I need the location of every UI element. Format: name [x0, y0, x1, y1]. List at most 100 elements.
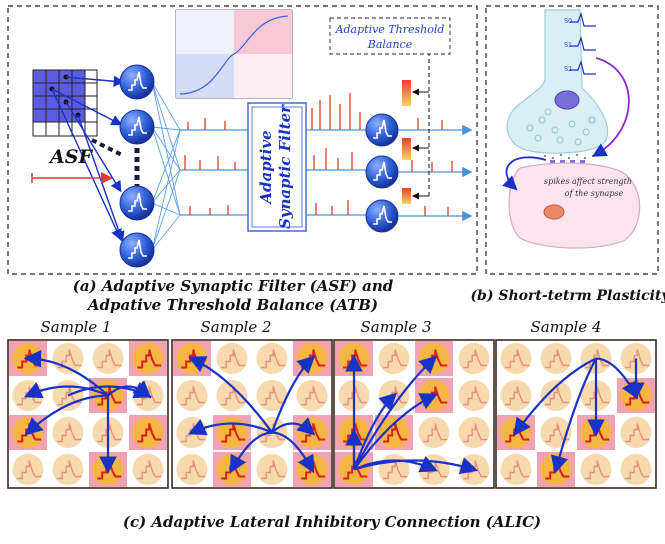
spike-curve	[57, 460, 82, 480]
spike-curve	[505, 349, 530, 369]
spike-curve	[301, 386, 326, 406]
neuron-circle	[52, 343, 84, 374]
neuron-circle	[500, 380, 532, 411]
filter-title-2: Synaptic Filter	[276, 104, 294, 229]
inhibitory-arrow	[271, 417, 316, 436]
spike-curve	[221, 423, 246, 443]
inhibitory-arrow	[187, 419, 273, 436]
output-neuron-1	[365, 113, 399, 147]
mitochondrion-pre	[554, 90, 580, 110]
spike-curve	[57, 386, 82, 406]
spike-curve	[625, 423, 650, 443]
spike-curve	[17, 460, 42, 480]
input-grid	[32, 69, 98, 137]
spike-curve	[97, 386, 122, 406]
sample-grid-4	[495, 339, 657, 489]
neuron-circle	[52, 454, 84, 485]
spike-curve	[463, 386, 488, 406]
panel-b: S0 S1 S2 spikes affect strength of the s…	[485, 5, 659, 275]
inhibitory-arrow	[23, 349, 109, 397]
neuron-circle	[256, 343, 288, 374]
spike-curve	[261, 349, 286, 369]
neuron-2	[119, 109, 155, 145]
neuron-circle	[256, 454, 288, 485]
spike-curve	[181, 386, 206, 406]
mitochondrion-post	[543, 204, 565, 220]
spike-trains-left	[180, 118, 248, 216]
spike-curve	[137, 349, 162, 369]
spike-curve	[137, 460, 162, 480]
output-neurons	[365, 113, 399, 233]
inhibitory-arrow	[23, 382, 109, 399]
spike-curve	[545, 349, 570, 369]
spike-label-s0: S0	[564, 18, 572, 25]
inhibitory-arrow	[188, 356, 273, 434]
spike-curve	[423, 423, 448, 443]
inhibitory-arrow	[270, 355, 316, 433]
inhibitory-arrow	[353, 355, 438, 471]
neuron-circle	[500, 343, 532, 374]
spike-curve	[545, 386, 570, 406]
neuron-circle	[216, 380, 248, 411]
inhibitory-arrow	[353, 393, 438, 471]
neuron-circle	[418, 417, 450, 448]
panel-a: ASF	[7, 5, 478, 275]
inhibitory-arrow	[67, 382, 153, 399]
neuron-3	[119, 185, 155, 221]
output-neuron-3	[365, 199, 399, 233]
spike-curve	[57, 423, 82, 443]
spike-note-2: of the synapse	[565, 189, 624, 198]
neuron-circle	[620, 454, 652, 485]
neuron-circle	[132, 343, 164, 374]
synaptic-filter-box: Adaptive Synaptic Filter	[247, 102, 307, 232]
caption-c: (c) Adaptive Lateral Inhibitory Connecti…	[123, 513, 541, 531]
spike-curve	[505, 386, 530, 406]
spike-curve	[261, 423, 286, 443]
neuron-circle	[458, 343, 490, 374]
inhibitory-arrow	[550, 357, 597, 474]
spike-curve	[545, 423, 570, 443]
neuron-circle	[12, 454, 44, 485]
spike-curve	[585, 460, 610, 480]
neuron-circle	[132, 417, 164, 448]
inhibitory-arrow	[352, 392, 398, 470]
sample-title-2: Sample 2	[200, 318, 271, 336]
samples-layer	[7, 339, 657, 489]
spike-label-s2: S2	[564, 66, 572, 73]
neuron-circle	[176, 380, 208, 411]
neuron-circle	[458, 417, 490, 448]
asf-label: ASF	[48, 146, 93, 168]
fan-connections	[151, 81, 181, 251]
inhibitory-arrow	[271, 431, 315, 474]
neuron-circle	[378, 454, 410, 485]
spike-curve	[137, 423, 162, 443]
sample-grid-1	[7, 339, 169, 489]
inhibitory-arrow	[24, 394, 109, 436]
neuron-circle	[378, 343, 410, 374]
neuron-circle	[540, 343, 572, 374]
sample-title-1: Sample 1	[40, 318, 111, 336]
inhibitory-arrow	[353, 457, 479, 475]
spike-curve	[261, 386, 286, 406]
caption-a-line1: (a) Adaptive Synaptic Filter (ASF) and	[73, 277, 394, 295]
spike-curve	[463, 423, 488, 443]
spike-curve	[463, 349, 488, 369]
spike-trains-right	[306, 93, 370, 216]
sample-title-4: Sample 4	[530, 318, 601, 336]
neuron-circle	[620, 417, 652, 448]
input-arrow-dashed	[91, 138, 123, 157]
neuron-circle	[132, 454, 164, 485]
inhibitory-arrow	[229, 431, 273, 474]
panel-b-border	[485, 5, 659, 275]
feedback-arrow-purple	[591, 57, 630, 157]
neuron-circle	[458, 380, 490, 411]
neuron-circle	[52, 417, 84, 448]
output-arrows	[398, 118, 473, 222]
neuron-circle	[216, 417, 248, 448]
threshold-bars	[402, 80, 411, 204]
spike-curve	[181, 460, 206, 480]
filter-title-1: Adaptive	[257, 130, 275, 205]
presynaptic-terminal	[506, 9, 609, 154]
neuron-circle	[216, 343, 248, 374]
